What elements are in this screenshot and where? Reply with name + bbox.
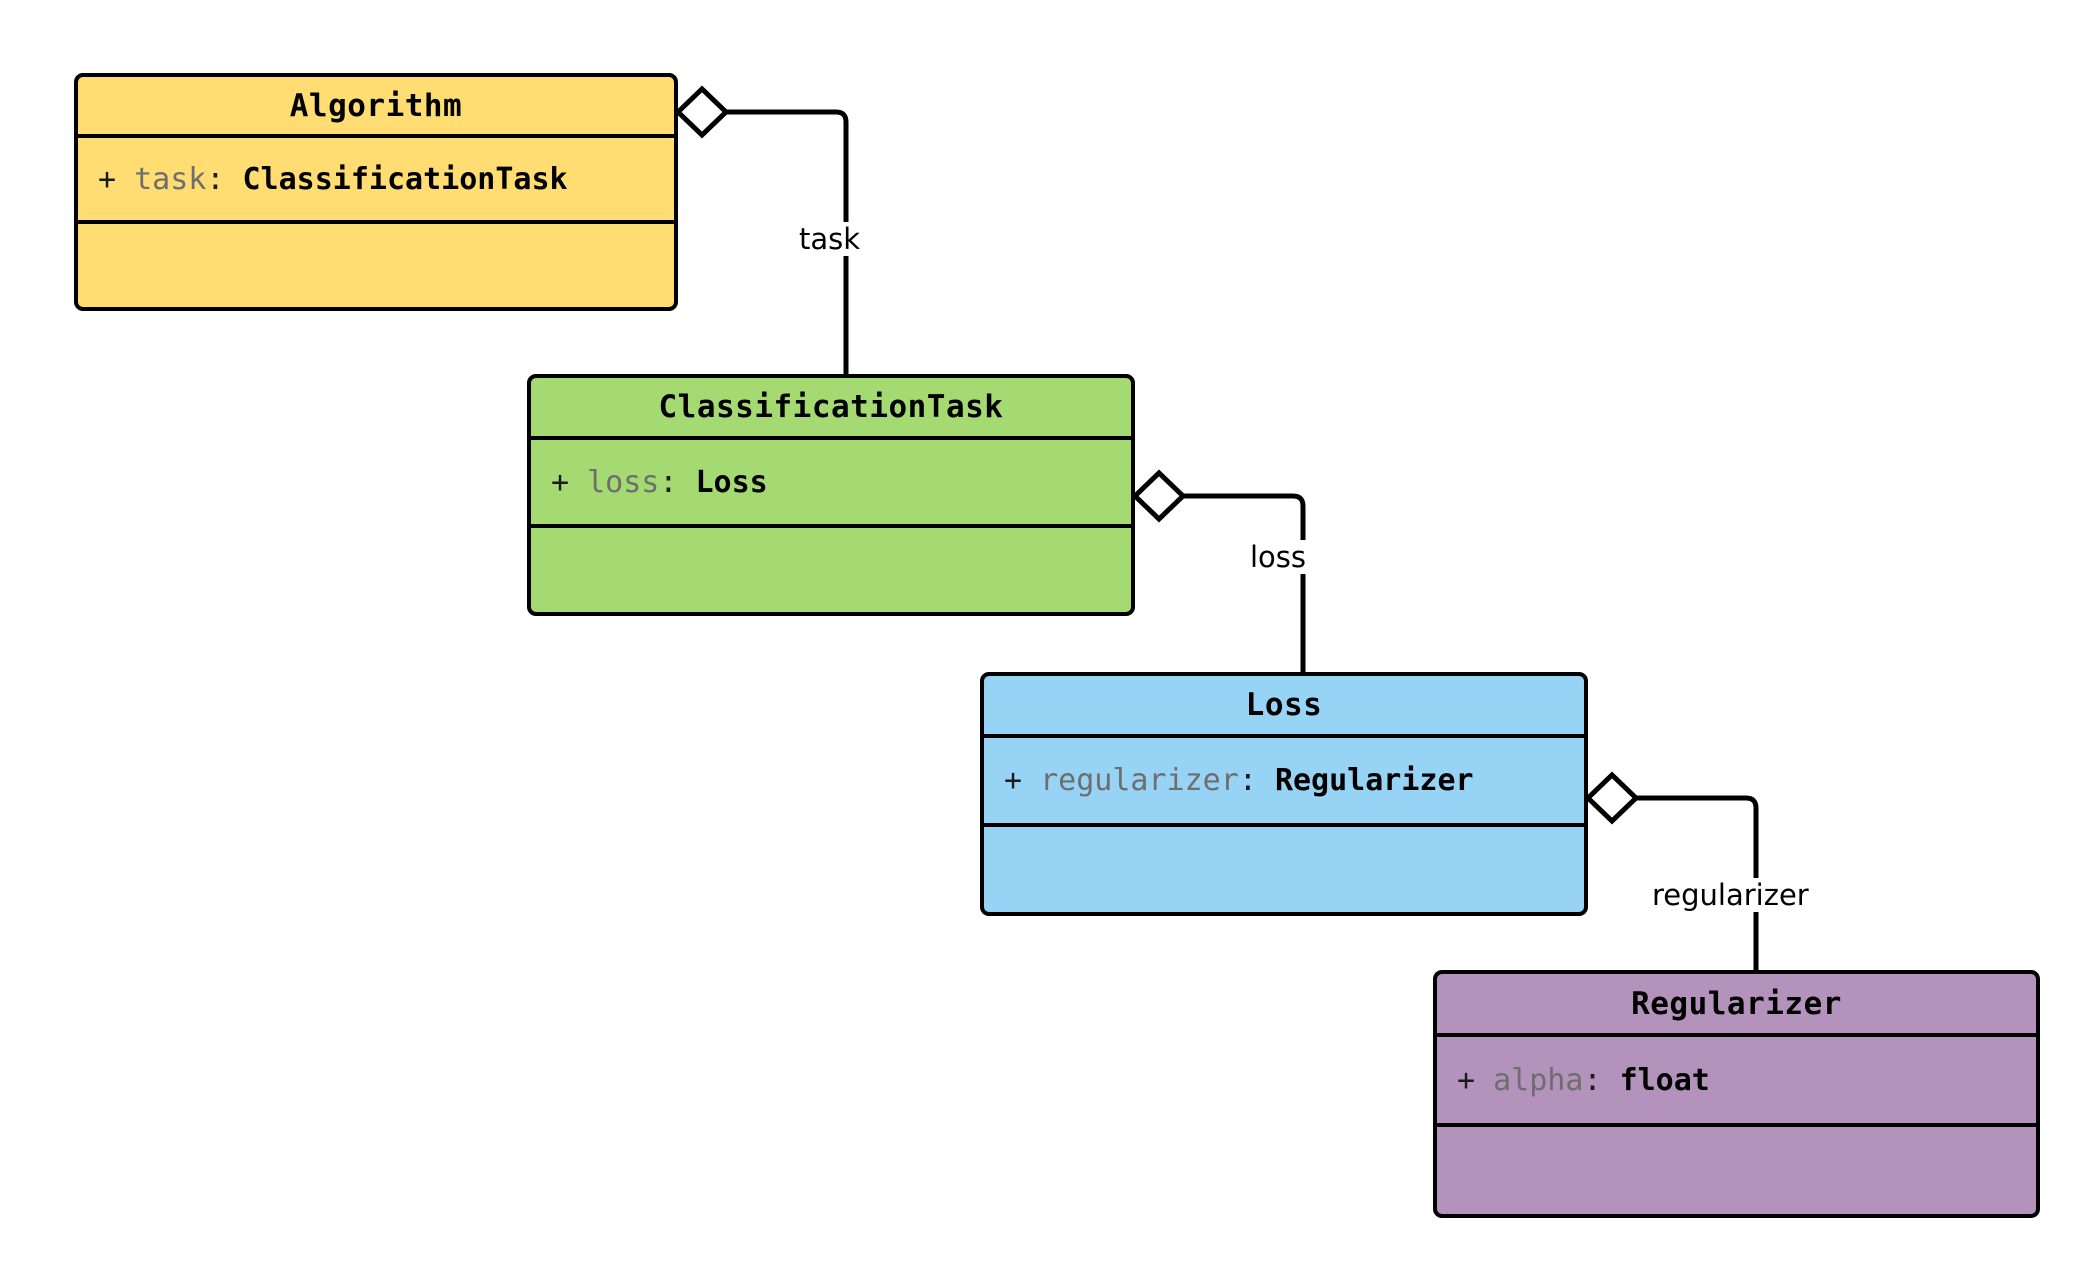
edge-regularizer[interactable] xyxy=(1584,771,1759,970)
uml-class-classificationtask[interactable]: ClassificationTask + loss: Loss xyxy=(527,374,1135,616)
attribute-row: + loss: Loss xyxy=(551,466,1131,499)
class-title-algorithm: Algorithm xyxy=(78,77,674,138)
class-title-classificationtask: ClassificationTask xyxy=(531,378,1131,440)
class-methods-loss xyxy=(984,827,1584,912)
attribute-type: ClassificationTask xyxy=(242,161,568,197)
attribute-visibility: + xyxy=(1004,763,1023,798)
edge-label-task: task xyxy=(796,222,864,256)
uml-class-regularizer[interactable]: Regularizer + alpha: float xyxy=(1433,970,2040,1218)
attribute-visibility: + xyxy=(551,464,570,500)
uml-class-algorithm[interactable]: Algorithm + task: ClassificationTask xyxy=(74,73,678,311)
attribute-visibility: + xyxy=(98,161,117,197)
edge-label-loss: loss xyxy=(1247,540,1310,574)
attribute-separator: : xyxy=(206,161,225,197)
aggregation-diamond-icon xyxy=(1131,469,1187,523)
class-methods-classificationtask xyxy=(531,528,1131,612)
attribute-type: Regularizer xyxy=(1274,763,1474,798)
attribute-separator: : xyxy=(1583,1062,1602,1098)
attribute-row: + alpha: float xyxy=(1457,1064,2036,1097)
class-attributes-classificationtask: + loss: Loss xyxy=(531,440,1131,528)
class-methods-algorithm xyxy=(78,224,674,307)
attribute-name: loss xyxy=(587,464,660,500)
attribute-type: Loss xyxy=(695,464,768,500)
class-attributes-regularizer: + alpha: float xyxy=(1437,1037,2036,1127)
uml-class-loss[interactable]: Loss + regularizer: Regularizer xyxy=(980,672,1588,916)
attribute-type: float xyxy=(1619,1062,1710,1098)
attribute-name: regularizer xyxy=(1040,763,1239,798)
class-methods-regularizer xyxy=(1437,1127,2036,1214)
aggregation-diamond-icon xyxy=(1584,771,1640,825)
attribute-separator: : xyxy=(1238,763,1257,798)
edge-loss-line xyxy=(1183,493,1306,672)
aggregation-diamond-icon xyxy=(674,85,730,139)
attribute-name: alpha xyxy=(1493,1062,1584,1098)
class-title-regularizer: Regularizer xyxy=(1437,974,2036,1037)
edge-label-regularizer: regularizer xyxy=(1649,878,1812,912)
attribute-visibility: + xyxy=(1457,1062,1476,1098)
class-title-loss: Loss xyxy=(984,676,1584,738)
attribute-separator: : xyxy=(659,464,678,500)
attribute-name: task xyxy=(134,161,207,197)
attribute-row: + task: ClassificationTask xyxy=(98,163,674,196)
class-attributes-algorithm: + task: ClassificationTask xyxy=(78,138,674,224)
class-attributes-loss: + regularizer: Regularizer xyxy=(984,738,1584,827)
attribute-row: + regularizer: Regularizer xyxy=(1004,764,1584,797)
